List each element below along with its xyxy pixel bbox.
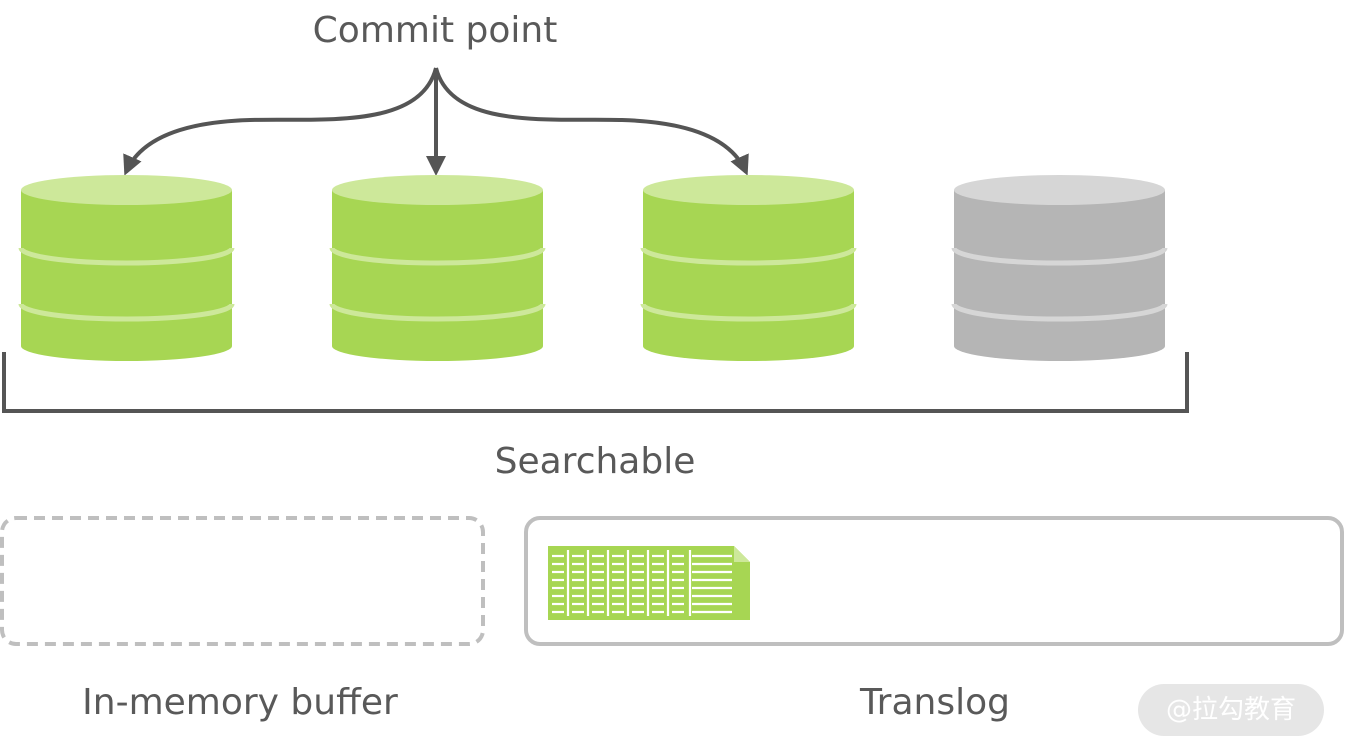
translog-document-icon (548, 546, 750, 620)
searchable-label: Searchable (494, 441, 696, 482)
in-memory-buffer-box (0, 516, 485, 646)
watermark: @拉勾教育 (1138, 684, 1324, 736)
segments-group (18, 175, 1168, 361)
segment-cylinder-4 (951, 175, 1168, 361)
searchable-bracket (2, 352, 1189, 413)
segment-cylinder-2 (329, 175, 546, 361)
commit-arrow-1 (123, 67, 438, 176)
segment-cylinder-3 (640, 175, 857, 361)
segment-cylinder-1 (18, 175, 235, 361)
in-memory-buffer-label: In-memory buffer (82, 682, 398, 723)
commit-arrow-3 (434, 67, 749, 176)
translog-label: Translog (859, 682, 1010, 723)
commit-point-label: Commit point (312, 10, 558, 51)
commit-arrows (123, 67, 749, 176)
